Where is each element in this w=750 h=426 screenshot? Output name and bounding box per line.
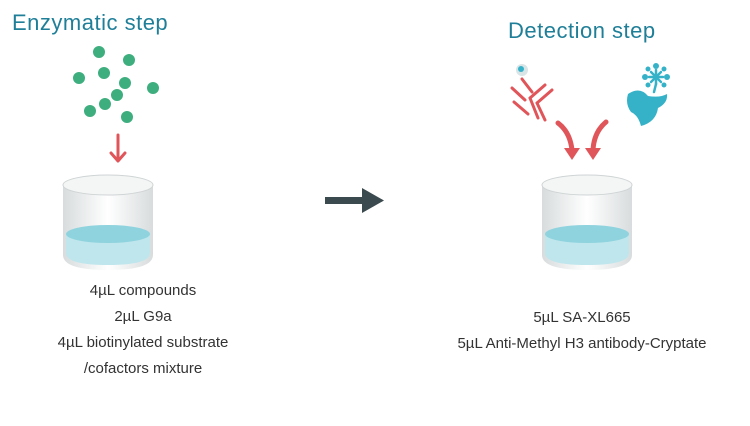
antibody-icon [510, 77, 554, 122]
reagent-line: 4µL compounds [89, 282, 197, 299]
reagent-line: 5µL SA-XL665 [533, 309, 631, 326]
detection-reagent-list: 5µL SA-XL665 5µL Anti-Methyl H3 antibody… [412, 305, 750, 357]
cryptate-icon [516, 64, 528, 76]
curved-arrow-icon [555, 119, 609, 153]
reagent-line: 2µL G9a [114, 308, 172, 325]
reagent-line: 5µL Anti-Methyl H3 antibody-Cryptate [457, 335, 707, 352]
process-arrow-icon [325, 188, 384, 213]
well-icon-right [541, 174, 633, 270]
streptavidin-icon [627, 63, 670, 126]
well-icon [62, 174, 154, 270]
reagent-line: /cofactors mixture [83, 360, 203, 377]
down-arrow-icon [109, 133, 127, 163]
curved-arrow-heads [564, 148, 601, 160]
reagent-line: 4µL biotinylated substrate [57, 334, 229, 351]
molecule-dots-icon [73, 46, 159, 123]
enzymatic-reagent-list: 4µL compounds 2µL G9a 4µL biotinylated s… [18, 278, 268, 382]
enzymatic-step-title: Enzymatic step [12, 10, 169, 35]
detection-step-title: Detection step [508, 18, 656, 43]
